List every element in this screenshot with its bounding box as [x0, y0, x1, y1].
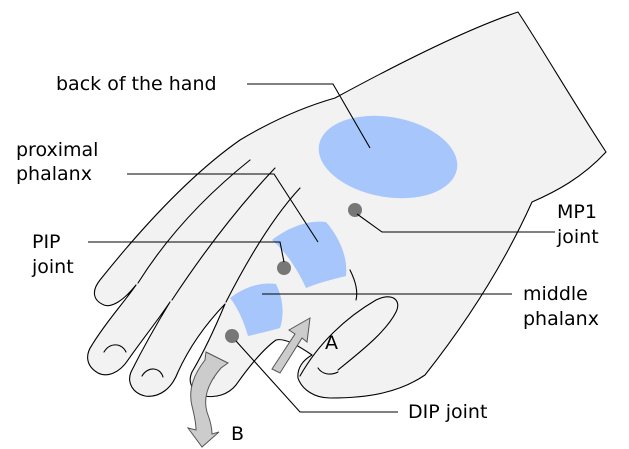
- middle-phalanx-label-line1: middle: [523, 283, 588, 305]
- mp1-joint-label-line1: MP1: [557, 201, 597, 223]
- mp1-joint-label-line2: joint: [556, 226, 599, 248]
- mp1-joint-leader: [356, 213, 555, 233]
- arrow-a: [271, 317, 311, 374]
- finger-gap-2: [171, 167, 276, 301]
- hand-outline: [87, 11, 607, 399]
- thumb-outline: [299, 296, 399, 377]
- thumb-nail: [317, 367, 339, 375]
- pip-joint-leader: [88, 241, 285, 263]
- arrow-b-label: B: [231, 423, 244, 445]
- dip-joint-label: DIP joint: [408, 401, 487, 423]
- leader-lines: [88, 83, 555, 413]
- proximal-phalanx-patch: [272, 221, 347, 288]
- proximal-phalanx-label-line1: proximal: [16, 139, 98, 161]
- hand-body: [87, 11, 607, 399]
- finger-gap-3: [225, 187, 301, 303]
- arrow-b: [186, 351, 229, 448]
- dip-joint-marker: [225, 329, 239, 343]
- arrow-a-label: A: [325, 332, 338, 354]
- pip-joint-marker: [277, 261, 291, 275]
- finger-gap-1: [137, 159, 251, 284]
- dip-joint-leader: [235, 340, 398, 413]
- nail-middle: [141, 368, 164, 378]
- middle-phalanx-patch: [230, 283, 283, 336]
- pip-joint-label-line1: PIP: [32, 231, 61, 253]
- back-of-hand-leader: [247, 83, 371, 149]
- nail-index: [103, 344, 127, 353]
- back-of-hand-patch: [318, 115, 458, 199]
- back-of-hand-label: back of the hand: [56, 73, 217, 95]
- middle-phalanx-label-line2: phalanx: [523, 308, 599, 330]
- proximal-phalanx-label-line2: phalanx: [16, 163, 92, 185]
- pip-joint-label-line2: joint: [31, 256, 74, 278]
- thumb-crease: [349, 269, 358, 301]
- proximal-phalanx-leader: [127, 173, 319, 243]
- mp1-joint-marker: [348, 203, 362, 217]
